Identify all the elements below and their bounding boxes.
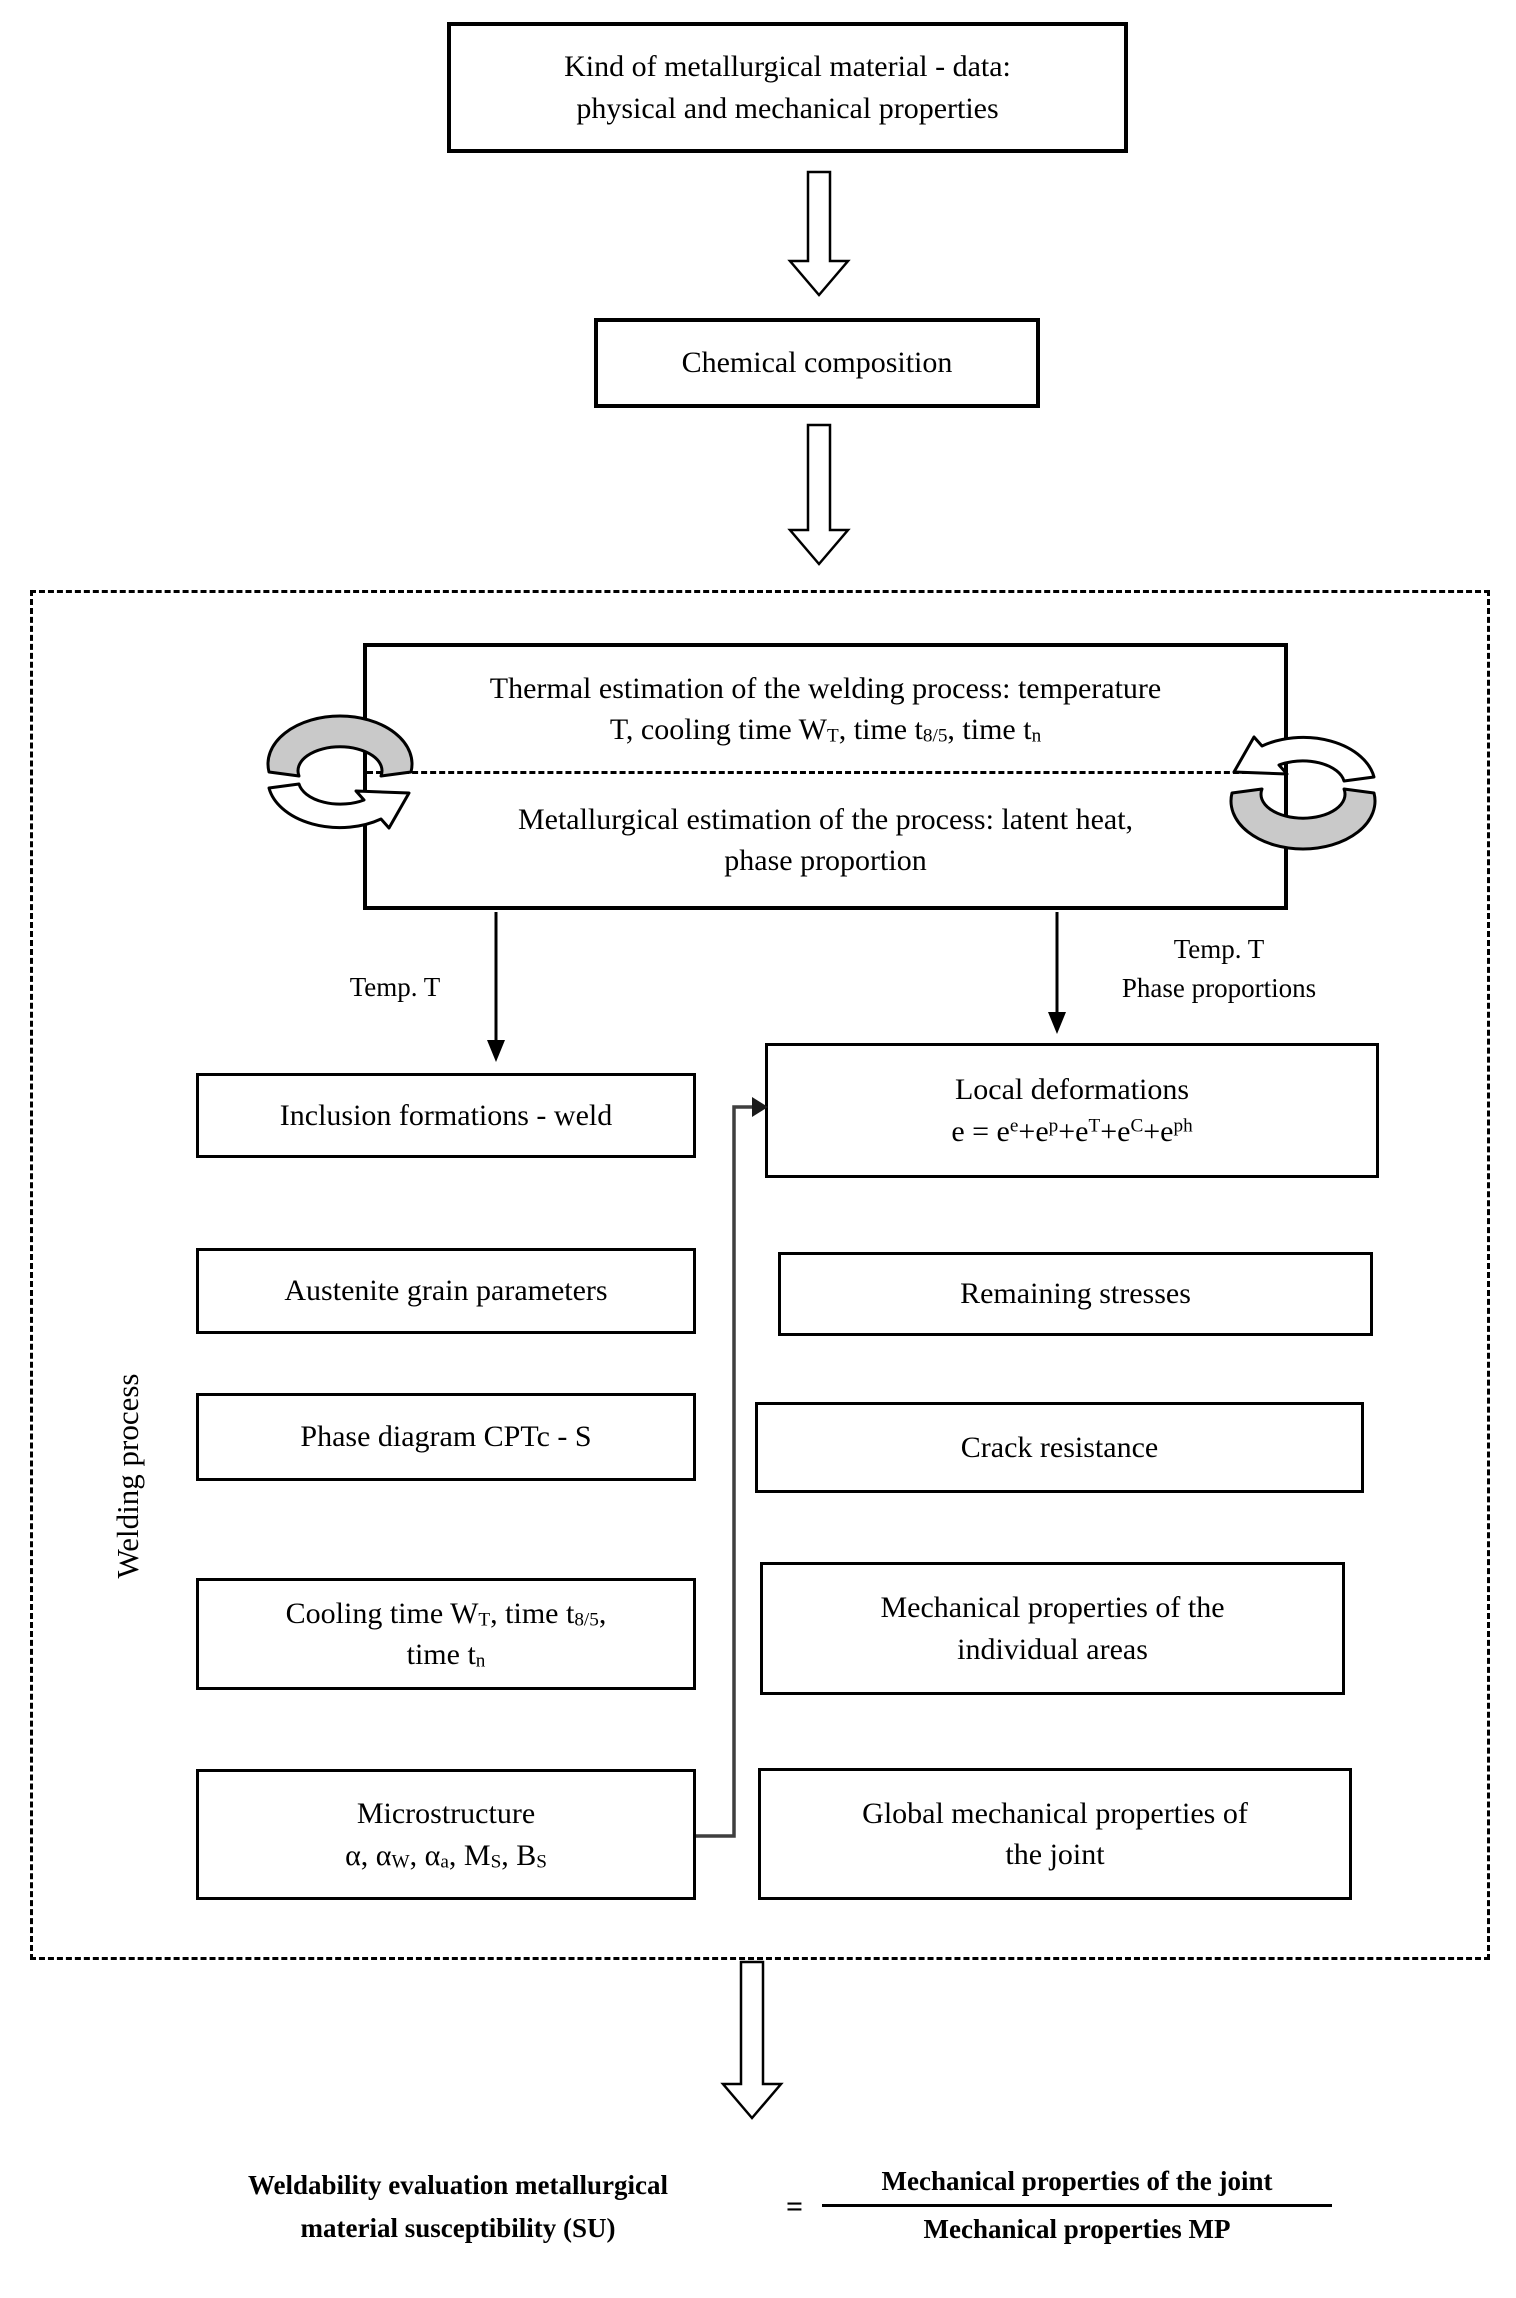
temp-t-label-left: Temp. T [349,972,441,1002]
mechanical-individual-box: Mechanical properties of the individual … [760,1562,1345,1695]
cooling-time-line2: time tn [406,1638,486,1672]
phase-diagram-label: Phase diagram CPTc - S [300,1420,592,1454]
thermal-metallurgical-divider [367,771,1284,774]
microstructure-box: Microstructure α, αW, αa, MS, BS [196,1769,696,1900]
material-data-line1: Kind of metallurgical material - data: [564,50,1011,84]
material-data-box: Kind of metallurgical material - data: p… [447,22,1128,153]
inclusion-formations-label: Inclusion formations - weld [279,1098,613,1132]
fraction-numerator: Mechanical properties of the joint [822,2166,1332,2207]
cooling-time-line1: Cooling time WT, time t8/5, [285,1596,607,1630]
welding-process-label: Welding process [110,1373,145,1579]
weldability-line1: Weldability evaluation metallurgical [248,2170,668,2200]
phase-proportions-label: Phase proportions [1121,973,1317,1004]
local-deformations-line1: Local deformations [954,1073,1190,1107]
global-mechanical-line1: Global mechanical properties of [862,1796,1248,1830]
down-block-arrow-1-icon [787,170,851,297]
metallurgical-line1: Metallurgical estimation of the process:… [517,802,1134,836]
mechanical-individual-line2: individual areas [957,1632,1148,1666]
thermal-line1: Thermal estimation of the welding proces… [489,671,1162,705]
cooling-time-box: Cooling time WT, time t8/5, time tn [196,1578,696,1690]
global-mechanical-box: Global mechanical properties of the join… [758,1768,1352,1900]
equals-sign: = [786,2190,804,2223]
crack-resistance-box: Crack resistance [755,1402,1364,1493]
fraction: Mechanical properties of the joint Mecha… [822,2166,1332,2245]
temp-t-label-right-line1: Temp. T [1173,934,1265,964]
crack-resistance-label: Crack resistance [960,1430,1159,1464]
weldability-evaluation-label: Weldability evaluation metallurgical mat… [178,2164,738,2250]
austenite-grain-box: Austenite grain parameters [196,1248,696,1334]
metallurgical-estimation-text: Metallurgical estimation of the process:… [367,774,1284,906]
microstructure-line2: α, αW, αa, MS, BS [345,1838,547,1872]
thermal-estimation-text: Thermal estimation of the welding proces… [367,647,1284,771]
inclusion-formations-box: Inclusion formations - weld [196,1073,696,1158]
local-deformations-formula: e = ee+ep+eT+eC+eph [951,1114,1193,1148]
remaining-stresses-label: Remaining stresses [960,1277,1191,1311]
chemical-composition-box: Chemical composition [594,318,1040,408]
global-mechanical-line2: the joint [1005,1838,1105,1871]
down-block-arrow-3-icon [720,1960,784,2120]
local-deformations-box: Local deformations e = ee+ep+eT+eC+eph [765,1043,1379,1178]
material-data-line2: physical and mechanical properties [576,91,999,125]
chemical-composition-label: Chemical composition [681,346,953,380]
thermal-estimation-box: Thermal estimation of the welding proces… [363,643,1288,910]
microstructure-line1: Microstructure [356,1797,536,1831]
austenite-grain-label: Austenite grain parameters [284,1274,608,1308]
phase-diagram-box: Phase diagram CPTc - S [196,1393,696,1481]
down-block-arrow-2-icon [787,423,851,566]
mechanical-individual-line1: Mechanical properties of the [880,1591,1225,1625]
fraction-denominator: Mechanical properties MP [923,2214,1231,2244]
thermal-line2: T, cooling time WT, time t8/5, time tn [609,713,1042,747]
temp-t-phase-label-right: Temp. T Phase proportions [1088,930,1350,1008]
remaining-stresses-box: Remaining stresses [778,1252,1373,1336]
metallurgical-line2: phase proportion [724,844,927,877]
welding-process-outer-box [30,590,1490,1960]
weldability-line2: material susceptibility (SU) [300,2213,616,2244]
